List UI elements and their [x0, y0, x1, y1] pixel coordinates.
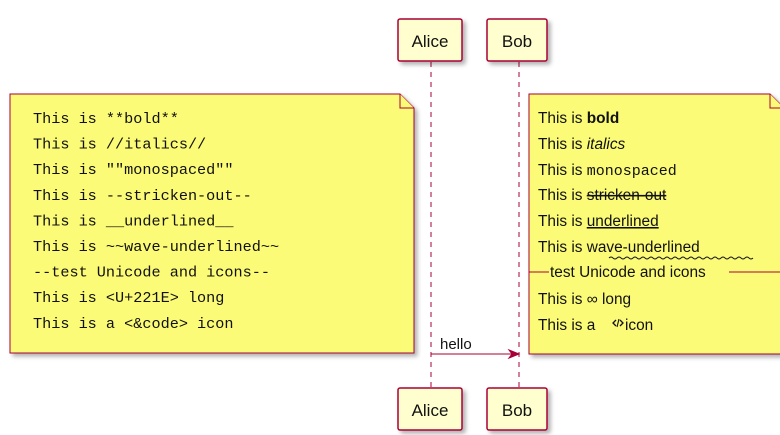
message-hello[interactable]: hello [431, 336, 521, 360]
right-note-separator-label: test Unicode and icons [550, 264, 706, 281]
left-note-line: This is **bold** [33, 110, 179, 128]
message-label: hello [440, 336, 472, 353]
left-note-line: This is <U+221E> long [33, 289, 224, 307]
participant-bob-label-bottom: Bob [502, 401, 532, 420]
left-note-line: This is //italics// [33, 136, 206, 154]
arrow-head [507, 348, 521, 360]
left-note-line: --test Unicode and icons-- [33, 264, 270, 282]
participant-bob-top[interactable]: Bob [486, 18, 548, 62]
right-note-line-code-icon-prefix: This is a [538, 317, 596, 334]
right-note-line-infinity: This is ∞ long [538, 291, 631, 308]
left-note-line: This is __underlined__ [33, 212, 234, 230]
wave-underline [608, 256, 754, 260]
right-note-line-underlined: This is underlined [538, 213, 659, 230]
left-note: This is **bold** This is //italics// This … [9, 93, 415, 354]
participant-bob-bottom[interactable]: Bob [486, 387, 548, 431]
left-note-line: This is a <&code> icon [33, 315, 234, 333]
participant-bob-label: Bob [502, 32, 532, 51]
right-note-line-monospaced: This is monospaced [538, 162, 677, 180]
participant-alice-top[interactable]: Alice [397, 18, 463, 62]
right-note-line-italics: This is italics [538, 136, 626, 153]
left-note-line: This is ~~wave-underlined~~ [33, 238, 279, 256]
left-note-line: This is ""monospaced"" [33, 161, 234, 179]
participant-alice-label: Alice [412, 32, 449, 51]
right-note-line-bold: This is bold [538, 110, 619, 127]
right-note-line-code-icon-suffix: icon [625, 317, 653, 334]
right-note: This is bold This is italics This is mon… [528, 93, 780, 355]
participant-alice-label-bottom: Alice [412, 401, 449, 420]
code-icon [612, 318, 624, 328]
right-note-line-stricken: This is stricken-out [538, 187, 667, 204]
infinity-symbol: ∞ [587, 291, 598, 308]
left-note-text-block: This is **bold** This is //italics// This … [33, 110, 279, 333]
right-note-line-wave: This is wave-underlined [538, 239, 700, 256]
participant-alice-bottom[interactable]: Alice [397, 387, 463, 431]
left-note-line: This is --stricken-out-- [33, 187, 252, 205]
